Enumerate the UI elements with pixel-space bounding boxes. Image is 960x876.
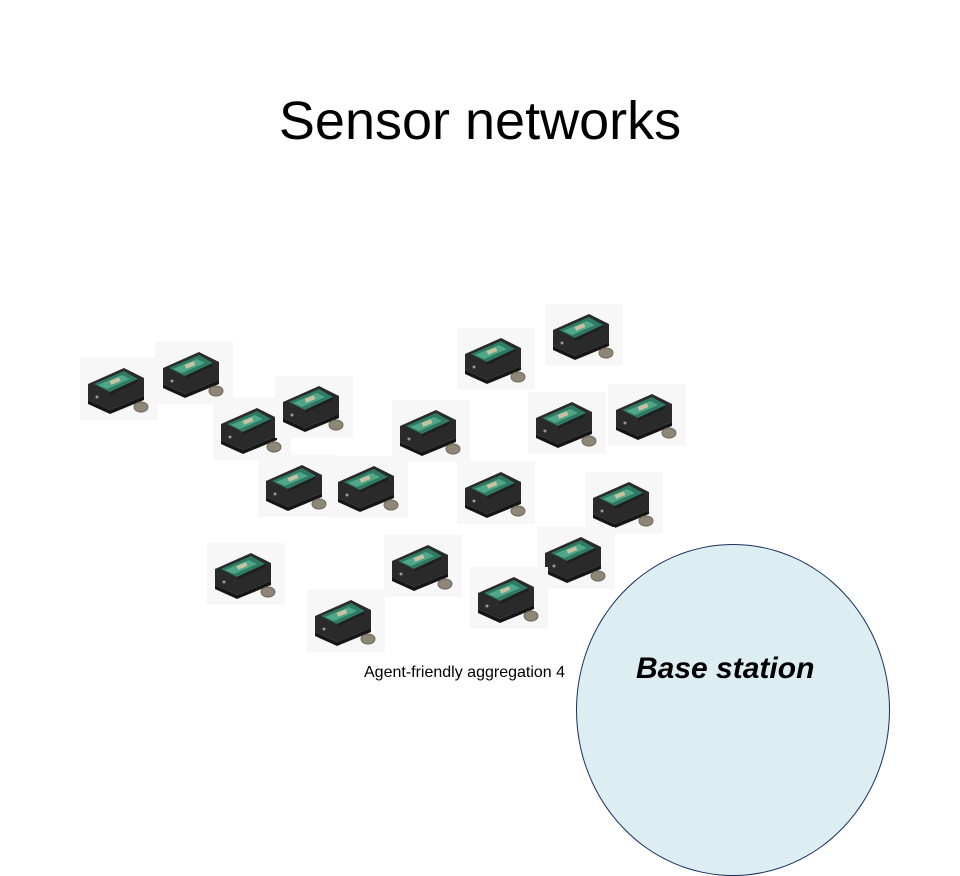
sensor-mote-icon xyxy=(537,527,615,589)
sensor-mote-icon xyxy=(457,328,535,390)
sensor-mote-icon xyxy=(307,590,385,652)
sensor-mote-icon xyxy=(585,472,663,534)
sensor-mote-icon xyxy=(608,384,686,446)
sensor-mote-icon xyxy=(155,342,233,404)
sensor-mote-icon xyxy=(392,400,470,462)
slide: Sensor networks xyxy=(80,91,890,876)
base-station-label: Base station xyxy=(636,652,815,685)
sensor-mote-icon xyxy=(258,455,336,517)
sensor-mote-icon xyxy=(528,392,606,454)
sensor-mote-icon xyxy=(80,358,158,420)
sensor-mote-icon xyxy=(384,535,462,597)
sensor-mote-icon xyxy=(207,543,285,605)
sensor-mote-icon xyxy=(330,456,408,518)
sensor-mote-icon xyxy=(545,304,623,366)
base-station xyxy=(576,544,890,876)
slide-footer: Agent-friendly aggregation 4 xyxy=(364,664,566,681)
slide-title: Sensor networks xyxy=(278,91,682,151)
sensor-mote-icon xyxy=(470,567,548,629)
sensor-mote-icon xyxy=(457,462,535,524)
sensor-mote-icon xyxy=(275,376,353,438)
